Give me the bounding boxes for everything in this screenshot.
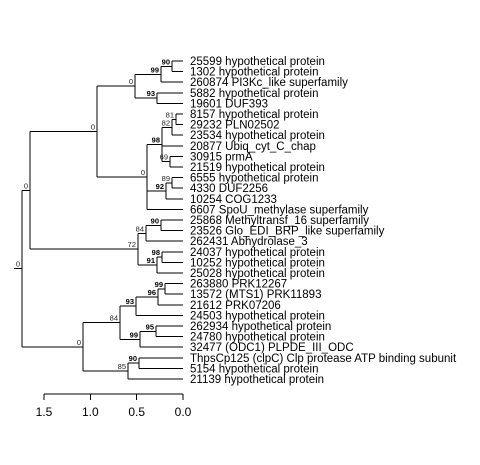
leaf-label: 262431 Abhydrolase_3 (190, 236, 308, 248)
leaf-label: 20877 Ubiq_cyt_C_chap (190, 141, 316, 153)
support-value: 90 (151, 216, 159, 225)
leaf-label: 263880 PRK12267 (190, 279, 287, 291)
leaf-label: 13572 (MTS1) PRK11893 (190, 289, 321, 301)
leaf-label: 4330 DUF2256 (190, 183, 268, 195)
support-value: 90 (162, 57, 170, 66)
support-value: 96 (148, 288, 156, 297)
support-value: 91 (147, 256, 155, 265)
scale-axis-tick-label: 0.0 (175, 405, 192, 419)
leaf-label: 25028 hypothetical protein (190, 268, 325, 280)
leaf-label: 24503 hypothetical protein (190, 310, 325, 322)
support-value: 85 (118, 362, 126, 371)
support-value: 98 (152, 248, 160, 257)
leaf-label: 24780 hypothetical protein (190, 332, 325, 344)
leaf-label: 5154 hypothetical protein (190, 363, 319, 375)
leaf-label: 30915 prmA (190, 151, 253, 163)
leaf-label: 32477 (ODC1) PLPDE_III_ODC (190, 342, 354, 354)
support-value: 82 (162, 118, 170, 127)
support-value: 69 (160, 153, 168, 162)
leaf-label: 23534 hypothetical protein (190, 130, 325, 142)
support-value: 95 (146, 322, 154, 331)
support-value: 98 (152, 135, 160, 144)
leaf-label: 6607 SpoU_methylase superfamily (190, 204, 369, 216)
support-value: 89 (162, 174, 170, 183)
support-value: 81 (166, 110, 174, 119)
leaf-label: 25868 Methyltransf_16 superfamily (190, 215, 369, 227)
leaf-label: 29232 PLN02502 (190, 120, 280, 132)
leaf-label: 1302 hypothetical protein (190, 67, 319, 79)
support-value: 92 (156, 182, 164, 191)
support-value: 0 (129, 77, 133, 86)
leaf-label: 21139 hypothetical protein (190, 374, 324, 386)
leaf-label: ThpsCp125 (clpC) Clp protease ATP bindin… (190, 353, 457, 365)
support-value: 99 (130, 330, 138, 339)
support-value: 0 (24, 181, 28, 190)
leaf-label: 23526 Glo_EDI_BRP_like superfamily (190, 226, 385, 238)
support-value: 93 (126, 297, 134, 306)
support-value: 99 (151, 65, 159, 74)
support-value: 84 (136, 224, 144, 233)
support-value: 0 (77, 338, 81, 347)
support-value: 90 (129, 354, 137, 363)
leaf-label: 21612 PRK07206 (190, 300, 281, 312)
support-value: 93 (147, 89, 155, 98)
support-value: 0 (141, 168, 145, 177)
scale-axis-tick-label: 0.5 (128, 405, 145, 419)
leaf-label: 25599 hypothetical protein (190, 56, 325, 68)
leaf-label: 6555 hypothetical protein (190, 173, 319, 185)
support-value: 99 (155, 280, 163, 289)
leaf-label: 260874 PI3Kc_like superfamily (190, 77, 348, 89)
leaf-label: 262934 hypothetical protein (190, 321, 331, 333)
support-value: 0 (16, 260, 20, 269)
leaf-label: 21519 hypothetical protein (190, 162, 325, 174)
leaf-label: 10252 hypothetical protein (190, 257, 325, 269)
support-value: 72 (128, 240, 136, 249)
support-value: 84 (110, 314, 118, 323)
scale-axis-tick-label: 1.0 (82, 405, 99, 419)
support-value: 0 (91, 123, 95, 132)
scale-axis-tick-label: 1.5 (36, 405, 53, 419)
leaf-label: 19601 DUF393 (190, 98, 268, 110)
leaf-label: 8157 hypothetical protein (190, 109, 319, 121)
leaf-label: 5882 hypothetical protein (190, 88, 319, 100)
leaf-label: 10254 COG1233 (190, 194, 277, 206)
leaf-label: 24037 hypothetical protein (190, 247, 325, 259)
